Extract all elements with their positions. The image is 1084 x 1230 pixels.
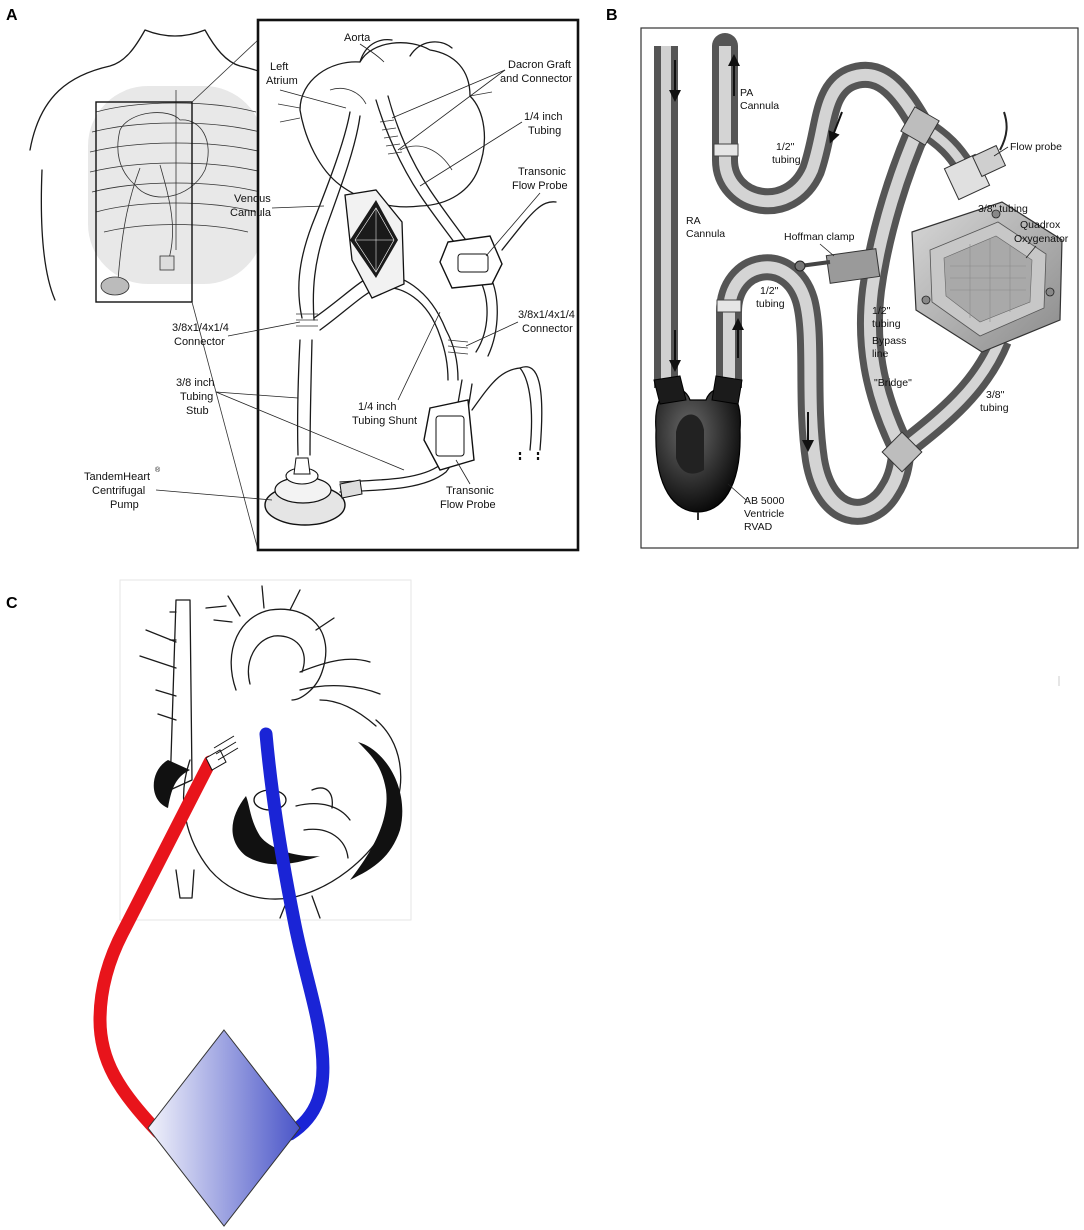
label-bypass-4: line: [872, 348, 889, 360]
dacron-graft: [379, 119, 403, 155]
label-connector-left-1: 3/8x1/4x1/4: [172, 322, 229, 334]
panel-c-letter: C: [6, 595, 18, 612]
label-pump-1: TandemHeart: [84, 471, 150, 483]
label-three-eighth-bottom-2: tubing: [980, 402, 1009, 414]
torso-thumbnail: [29, 29, 321, 551]
label-bypass-3: Bypass: [872, 335, 906, 347]
label-three-eighth-top: 3/8" tubing: [978, 203, 1028, 215]
deoxygenated-cannula: [259, 727, 330, 1141]
oxygenator-a: [344, 189, 405, 299]
label-half-tubing-top-2: tubing: [772, 154, 801, 166]
cannulae-c: [93, 727, 330, 1141]
label-bypass-2: tubing: [872, 318, 901, 330]
label-flow-probe-bottom-2: Flow Probe: [440, 499, 496, 511]
flow-probe-b: [943, 111, 1008, 201]
quadrox-oxygenator: [911, 201, 1063, 353]
oxygenated-cannula: [93, 755, 217, 1139]
panel-a-detail-frame: [256, 18, 580, 552]
label-quadrox-1: Quadrox: [1020, 219, 1061, 231]
label-venous-cannula-1: Venous: [234, 193, 271, 205]
label-stub-3: Stub: [186, 405, 209, 417]
thumbnail-inset-box: [95, 101, 193, 303]
label-ab5000-2: Ventricle: [744, 508, 784, 520]
arrow-s-curve: [828, 111, 843, 144]
label-venous-cannula-2: Cannula: [230, 207, 272, 219]
label-three-eighth-bottom-1: 3/8": [986, 389, 1005, 401]
label-connector-left-2: Connector: [174, 336, 225, 348]
label-pump-3: Pump: [110, 499, 139, 511]
label-shunt-1: 1/4 inch: [358, 401, 397, 413]
hoffman-clamp: [794, 248, 881, 284]
flow-probe-top: [439, 201, 557, 289]
label-dacron-2: and Connector: [500, 73, 572, 85]
flow-probe-bottom: [423, 366, 543, 471]
label-left-atrium-1: Left: [270, 61, 288, 73]
label-half-tubing-mid-2: tubing: [756, 298, 785, 310]
flow-arrows-b: [669, 54, 843, 452]
label-aorta: Aorta: [344, 32, 371, 44]
label-quarter-tubing-2: Tubing: [528, 125, 561, 137]
thumbnail-heart: [117, 112, 209, 198]
label-pa-cannula-1: PA: [740, 87, 753, 99]
tandemheart-pump: [264, 457, 363, 526]
label-stub-2: Tubing: [180, 391, 213, 403]
label-flow-probe-top-1: Transonic: [518, 166, 566, 178]
panel-a-labels: Aorta Left Atrium Dacron Graft and Conne…: [84, 32, 575, 511]
label-dacron-1: Dacron Graft: [508, 59, 571, 71]
label-half-tubing-top-1: 1/2": [776, 141, 795, 153]
label-quadrox-2: Oxygenator: [1014, 233, 1069, 245]
label-ab5000-1: AB 5000: [744, 495, 784, 507]
label-flow-probe-bottom-1: Transonic: [446, 485, 494, 497]
label-flow-probe-b: Flow probe: [1010, 141, 1062, 153]
label-ab5000-3: RVAD: [744, 521, 773, 533]
label-connector-right-1: 3/8x1/4x1/4: [518, 309, 575, 321]
label-bridge: "Bridge": [874, 377, 912, 389]
heart-drawing-a: [277, 39, 493, 208]
label-left-atrium-2: Atrium: [266, 75, 298, 87]
label-hoffman: Hoffman clamp: [784, 231, 855, 243]
label-half-tubing-mid-1: 1/2": [760, 285, 779, 297]
external-device: [147, 1029, 301, 1227]
panel-a: A: [6, 7, 580, 552]
label-shunt-2: Tubing Shunt: [352, 415, 417, 427]
ab5000-rvad: [653, 375, 743, 520]
heart-drawing-c: [139, 585, 403, 919]
thumbnail-circuit: [100, 164, 175, 296]
panel-c: C: [6, 579, 1060, 1227]
label-stub-1: 3/8 inch: [176, 377, 215, 389]
panel-b: B: [606, 7, 1079, 549]
rib-cage: [88, 86, 264, 284]
label-quarter-tubing-1: 1/4 inch: [524, 111, 563, 123]
label-flow-probe-top-2: Flow Probe: [512, 180, 568, 192]
connector-left: [296, 313, 318, 327]
panel-a-letter: A: [6, 7, 18, 24]
label-ra-cannula-1: RA: [686, 215, 701, 227]
label-pump-registered: ®: [155, 466, 161, 474]
label-pa-cannula-2: Cannula: [740, 100, 779, 112]
panel-b-letter: B: [606, 7, 618, 24]
label-connector-right-2: Connector: [522, 323, 573, 335]
panel-b-labels: PA Cannula 1/2" tubing Flow probe 3/8" t…: [686, 87, 1069, 533]
label-pump-2: Centrifugal: [92, 485, 145, 497]
minor-mark: [1058, 676, 1060, 686]
circuit-tubing-b: [654, 33, 1012, 525]
connector-right: [447, 339, 469, 355]
label-bypass-1: 1/2": [872, 305, 891, 317]
label-ra-cannula-2: Cannula: [686, 228, 725, 240]
